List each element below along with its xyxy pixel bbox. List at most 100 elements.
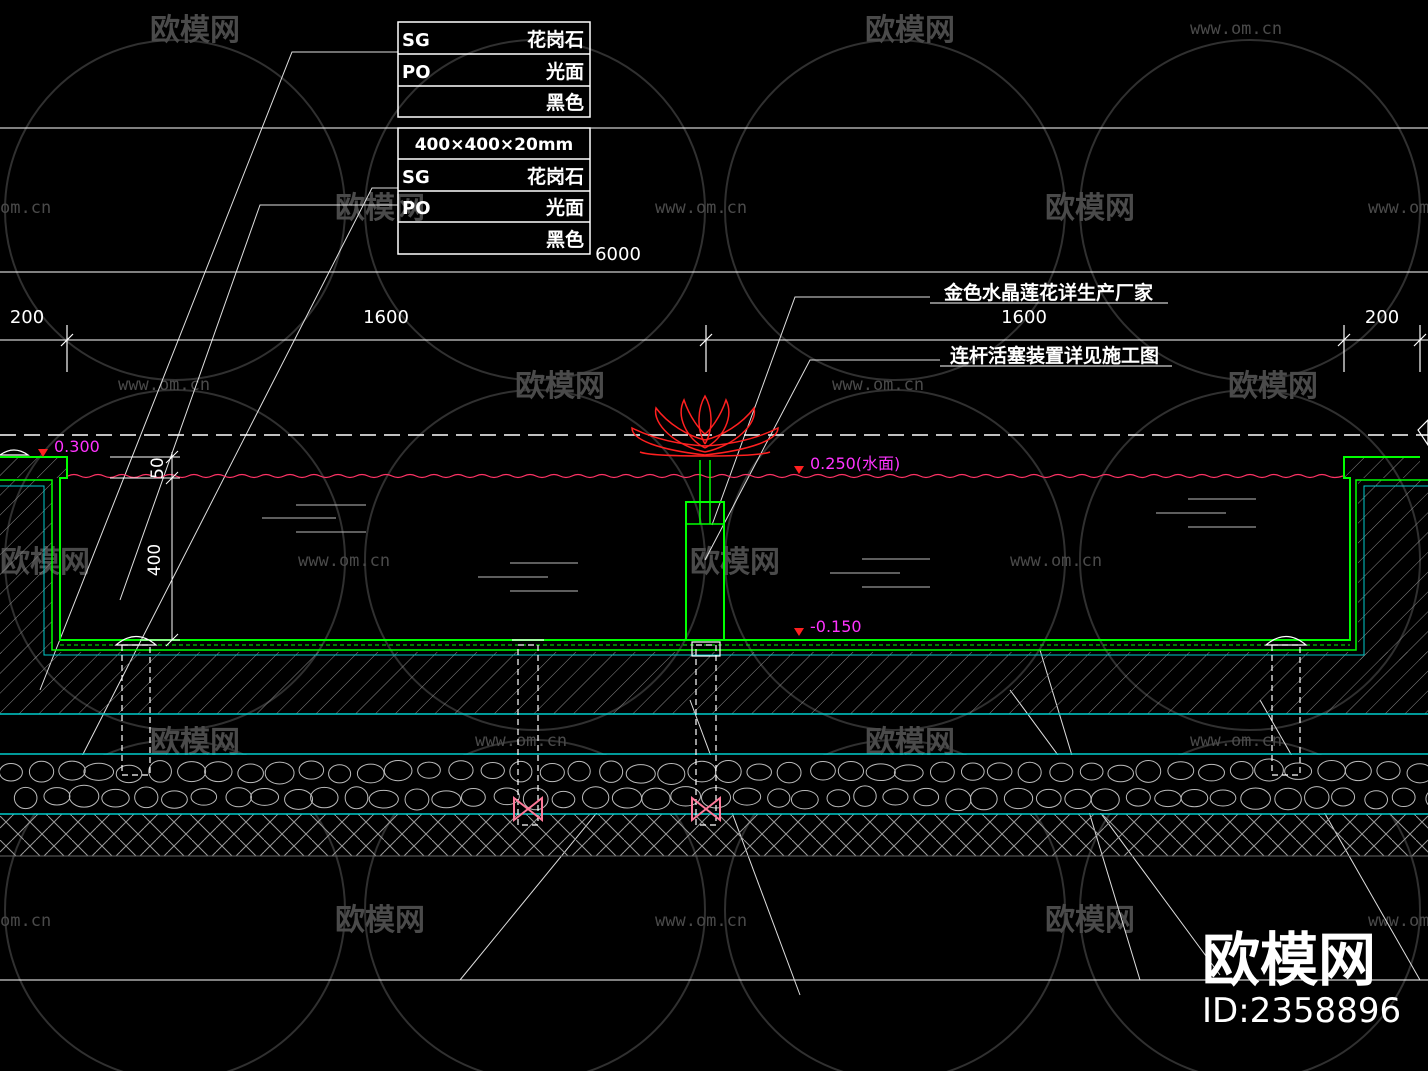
gravel-stone [641,787,671,811]
gravel-stone [101,788,130,808]
dim-depth: 400 [145,544,165,576]
gravel-stone [237,763,264,784]
gravel-stone [177,761,207,783]
spec1-value-2: 光面 [545,60,584,83]
dimension-line: 6000 200 1600 1600 200 [0,244,1428,372]
gravel-stone [264,761,295,785]
gravel-stone [448,760,474,781]
gravel-stone [913,787,940,807]
gravel-stone [853,785,877,807]
gravel-stone [431,790,462,809]
water-surface-line [67,473,1344,479]
gravel-stone [1125,788,1151,807]
gravel-stone [767,788,791,808]
gravel-stone [58,760,86,781]
gravel-stone [190,788,218,806]
dim-right-edge: 200 [1365,307,1399,328]
gravel-stone [1198,763,1225,782]
gravel-stone [1180,788,1209,808]
gravel-stone [1331,787,1356,807]
annotation-lotus: 金色水晶莲花详生产厂家 [943,281,1154,304]
svg-text:欧模网: 欧模网 [150,13,240,48]
gravel-stone [460,788,486,807]
water-marks [262,498,1256,592]
gravel-stone [0,763,23,782]
dim-total: 6000 [595,244,641,265]
gravel-stone [28,760,55,783]
gravel-stone [539,762,565,783]
gravel-stone [625,764,656,784]
gravel-stone [929,761,955,783]
brand-id: ID:2358896 [1202,991,1401,1031]
svg-text:欧模网: 欧模网 [1228,369,1318,404]
dim-left-span: 1600 [363,307,409,328]
gravel-stone [1376,761,1401,781]
gravel-stone [882,788,909,806]
spec2-value-3: 黑色 [546,228,584,251]
gravel-stone [551,790,576,809]
gravel-stone [344,786,369,810]
gravel-stone [1017,761,1042,783]
gravel-stone [969,787,998,811]
gravel-stone [790,789,819,810]
annotation-underlines [930,302,1172,367]
guide-lines [0,127,1428,981]
annotation-piston: 连杆活塞装置详见施工图 [950,344,1159,367]
gravel-stone [567,760,591,782]
svg-text:欧模网: 欧模网 [335,191,425,226]
dim-freeboard: 50 [148,457,168,479]
gravel-stone [1406,763,1428,784]
valves [513,795,721,823]
gravel-stone [1304,786,1330,809]
gravel-stone [298,760,325,780]
gravel-stone [826,789,851,808]
spec2-value-1: 花岗石 [527,165,584,188]
spec2-value-2: 光面 [545,196,584,219]
lotus-flower-symbol [631,394,779,457]
dim-right-span: 1600 [1001,307,1047,328]
svg-text:欧模网: 欧模网 [1045,903,1135,938]
gravel-stone [1254,758,1284,782]
gravel-stone [776,761,802,784]
gravel-stone [250,788,280,806]
svg-text:欧模网: 欧模网 [690,545,780,580]
gravel-stone [732,787,762,806]
gravel-stone [310,786,339,809]
lotus-pedestal [685,460,725,641]
gravel-stone [368,789,399,809]
gravel-stone [1391,787,1416,808]
gravel-stone [404,788,430,811]
watermark-text: 欧模网 欧模网 欧模网 欧模网 欧模网 欧模网 欧模网 欧模网 欧模网 欧模网 … [0,13,1428,938]
gravel-stone [1035,788,1062,808]
svg-text:www.om.cn: www.om.cn [118,375,210,395]
svg-text:欧模网: 欧模网 [335,903,425,938]
gravel-stone [68,784,100,808]
gravel-stone [134,786,159,809]
svg-text:www.om.cn: www.om.cn [475,731,567,751]
gravel-stone [1003,787,1034,810]
gravel-stone [657,762,686,785]
gravel-stone [960,762,985,781]
svg-text:欧模网: 欧模网 [515,369,605,404]
gravel-stone [161,790,188,809]
drain-pipes [0,419,1428,826]
gravel-stone [1090,788,1120,811]
gravel-stone [893,764,924,782]
spec1-value-3: 黑色 [546,91,584,114]
gravel-stone [986,762,1013,781]
gravel-stone [493,787,520,806]
svg-text:www.om.cn: www.om.cn [298,551,390,571]
svg-text:om.cn: om.cn [0,911,51,931]
gravel-stone [1049,762,1074,782]
level-water: 0.250(水面) [810,454,900,473]
gravel-stone [837,760,865,782]
spec2-size: 400×400×20mm [415,135,574,155]
gravel-stone [865,763,896,782]
svg-text:om.cn: om.cn [0,198,51,218]
svg-text:www.om.cn: www.om.cn [655,198,747,218]
gravel-stone [1209,789,1237,807]
gravel-stone [480,762,505,780]
spec-table-1: SG 花岗石 PO 光面 黑色 [397,21,591,118]
svg-text:www.om.cn: www.om.cn [832,375,924,395]
